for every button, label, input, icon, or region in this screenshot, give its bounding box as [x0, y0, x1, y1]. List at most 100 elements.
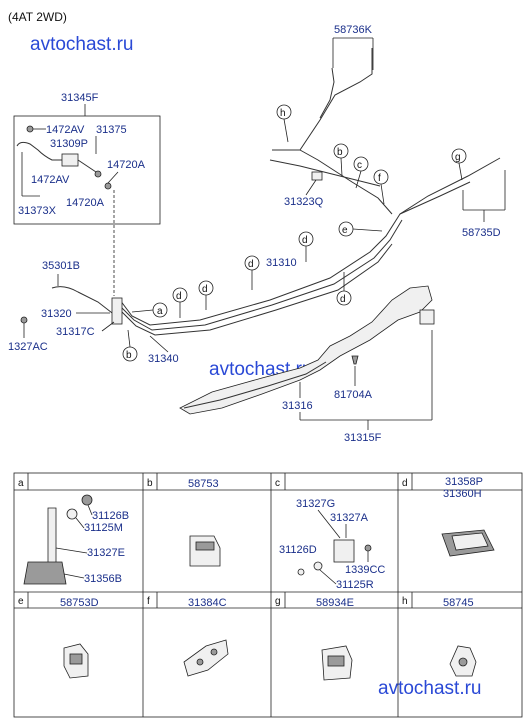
callout-d-4: d — [172, 287, 188, 318]
washer-icon — [297, 568, 305, 576]
cell-d: d 31358P 31360H — [402, 476, 495, 557]
bolt-icon — [20, 316, 28, 324]
pipe-line-6 — [399, 181, 471, 215]
cell-a: a 31126B 31125M 31327E 31356B — [18, 478, 129, 585]
parts-table — [13, 472, 523, 718]
protector-clip-icon — [419, 309, 435, 325]
filter-hose-icon — [16, 141, 62, 161]
part-31358P: 31358P — [445, 476, 483, 488]
callout-g: g — [451, 148, 467, 181]
pipe-line-5 — [269, 159, 381, 187]
label-31316: 31316 — [282, 400, 313, 412]
label-1472AV-b: 1472AV — [31, 174, 70, 186]
grommet-icon — [313, 561, 323, 571]
watermark-top: avtochast.ru — [30, 34, 134, 55]
fuel-filter-group: 31345F 1472AV 31375 31309P 14720A 1472AV… — [13, 92, 161, 225]
fuel-filter-icon — [61, 153, 79, 167]
svg-text:d: d — [340, 294, 346, 305]
variant-header: (4AT 2WD) — [8, 10, 67, 24]
callout-d-1: d — [298, 231, 314, 262]
clip-81704A-icon — [351, 355, 359, 365]
callout-b-bottom: b — [122, 329, 138, 362]
cell-letter: c — [275, 478, 280, 489]
label-58735D: 58735D — [462, 227, 501, 239]
svg-text:h: h — [280, 108, 286, 119]
callout-f: f — [373, 169, 389, 205]
svg-text:a: a — [157, 306, 163, 317]
clamp-icon — [104, 182, 112, 190]
callout-c: c — [353, 156, 369, 189]
cell-letter: b — [147, 478, 153, 489]
svg-text:b: b — [126, 350, 132, 361]
label-31309P: 31309P — [50, 138, 88, 150]
part-31356B: 31356B — [84, 573, 122, 585]
fuel-pipe-assembly — [51, 48, 501, 336]
part-1339CC: 1339CC — [345, 564, 385, 576]
cell-letter: g — [275, 596, 281, 607]
vapor-line-2 — [319, 67, 335, 119]
part-31384C: 31384C — [188, 597, 227, 609]
label-31310: 31310 — [266, 257, 297, 269]
part-58745: 58745 — [443, 597, 474, 609]
leader-line — [107, 171, 119, 184]
callout-d-3: d — [198, 280, 214, 310]
pipe-line-4 — [299, 149, 393, 215]
filler-hose-icon — [51, 286, 117, 317]
callout-b-top: b — [333, 143, 349, 177]
cell-letter: e — [18, 596, 24, 607]
leader-line — [101, 321, 115, 332]
label-31345F: 31345F — [61, 92, 99, 104]
cell-g: g 58934E — [275, 596, 354, 681]
label-1327AC: 1327AC — [8, 341, 48, 353]
part-58753D: 58753D — [60, 597, 99, 609]
pipe-line-2 — [119, 219, 403, 331]
callout-h: h — [276, 104, 292, 143]
bolt-icon — [364, 544, 372, 552]
pipe-clip-icon — [311, 171, 323, 181]
clamp-icon — [26, 125, 34, 133]
part-58753: 58753 — [188, 478, 219, 490]
leader-line — [305, 179, 317, 196]
cell-h: h 58745 — [402, 596, 477, 677]
label-31340: 31340 — [148, 353, 179, 365]
svg-text:g: g — [455, 152, 461, 163]
part-31360H: 31360H — [443, 488, 482, 500]
part-58934E: 58934E — [316, 597, 354, 609]
callout-d-2: d — [244, 255, 260, 290]
label-31317C: 31317C — [56, 326, 95, 338]
label-31320: 31320 — [41, 308, 72, 320]
svg-text:d: d — [176, 291, 182, 302]
label-31375: 31375 — [96, 124, 127, 136]
pipe-clip-icon — [189, 535, 221, 567]
cell-letter: a — [18, 478, 24, 489]
part-31327E: 31327E — [87, 547, 125, 559]
svg-text:b: b — [337, 147, 343, 158]
cell-e: e 58753D — [18, 596, 99, 679]
label-81704A: 81704A — [334, 389, 373, 401]
svg-text:d: d — [302, 235, 308, 246]
leader-line — [149, 335, 169, 353]
double-pipe-clip-icon — [183, 639, 229, 677]
svg-text:d: d — [248, 259, 254, 270]
cell-letter: d — [402, 478, 408, 489]
protector-edge — [183, 361, 327, 409]
part-31125R: 31125R — [336, 579, 374, 591]
watermark-bottom: avtochast.ru — [378, 678, 482, 699]
svg-text:c: c — [357, 160, 362, 171]
washer-icon — [66, 508, 78, 520]
part-31126D: 31126D — [279, 544, 317, 556]
part-31327G: 31327G — [296, 498, 335, 510]
label-35301B: 35301B — [42, 260, 80, 272]
cell-letter: h — [402, 596, 408, 607]
filter-outlet-icon — [77, 159, 97, 173]
part-31327A: 31327A — [330, 512, 369, 524]
pipe-line-1 — [119, 157, 501, 326]
label-14720A-a: 14720A — [107, 159, 146, 171]
clamp-block-icon — [23, 561, 67, 585]
svg-text:d: d — [202, 284, 208, 295]
callout-a: a — [131, 302, 168, 318]
svg-text:f: f — [378, 173, 381, 184]
label-31323Q: 31323Q — [284, 196, 324, 208]
pipe-protector-assembly — [179, 285, 435, 415]
